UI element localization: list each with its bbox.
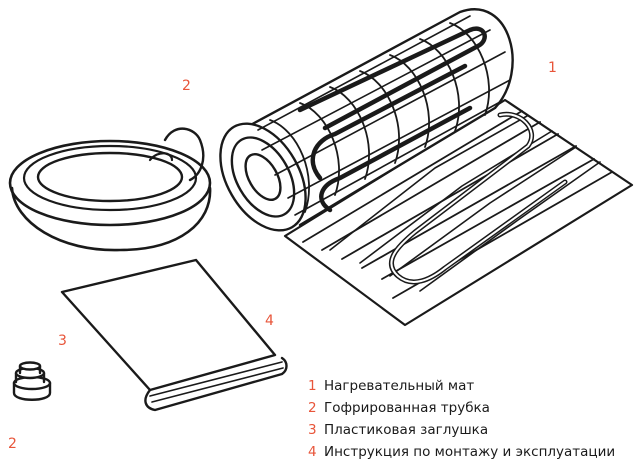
legend-item-mat: 1 Нагревательный мат [308,375,640,397]
legend-item-plug: 3 Пластиковая заглушка [308,419,640,441]
plastic-plug [12,361,52,401]
heating-mat [283,98,634,327]
legend-number: 4 [308,444,317,460]
legend-number: 3 [308,422,317,438]
legend-item-manual: 4 Инструкция по монтажу и эксплуатации [308,441,640,463]
instruction-manual [60,258,288,412]
legend-text: Нагревательный мат [324,378,475,394]
marker-plug: 3 [58,333,67,349]
legend-number: 1 [308,378,317,394]
legend-number: 2 [308,400,317,416]
corrugated-tube [8,127,212,252]
marker-manual: 4 [265,313,274,329]
legend-item-tube: 2 Гофрированная трубка [308,397,640,419]
legend-text: Гофрированная трубка [324,400,490,416]
legend: 1 Нагревательный мат 2 Гофрированная тру… [308,375,640,463]
marker-tube: 2 [182,78,191,94]
marker-mat: 1 [548,60,557,76]
legend-text: Пластиковая заглушка [324,422,489,438]
legend-text: Инструкция по монтажу и эксплуатации [324,444,616,460]
mat-roll [219,8,514,232]
marker-cap: 2 [8,436,17,452]
